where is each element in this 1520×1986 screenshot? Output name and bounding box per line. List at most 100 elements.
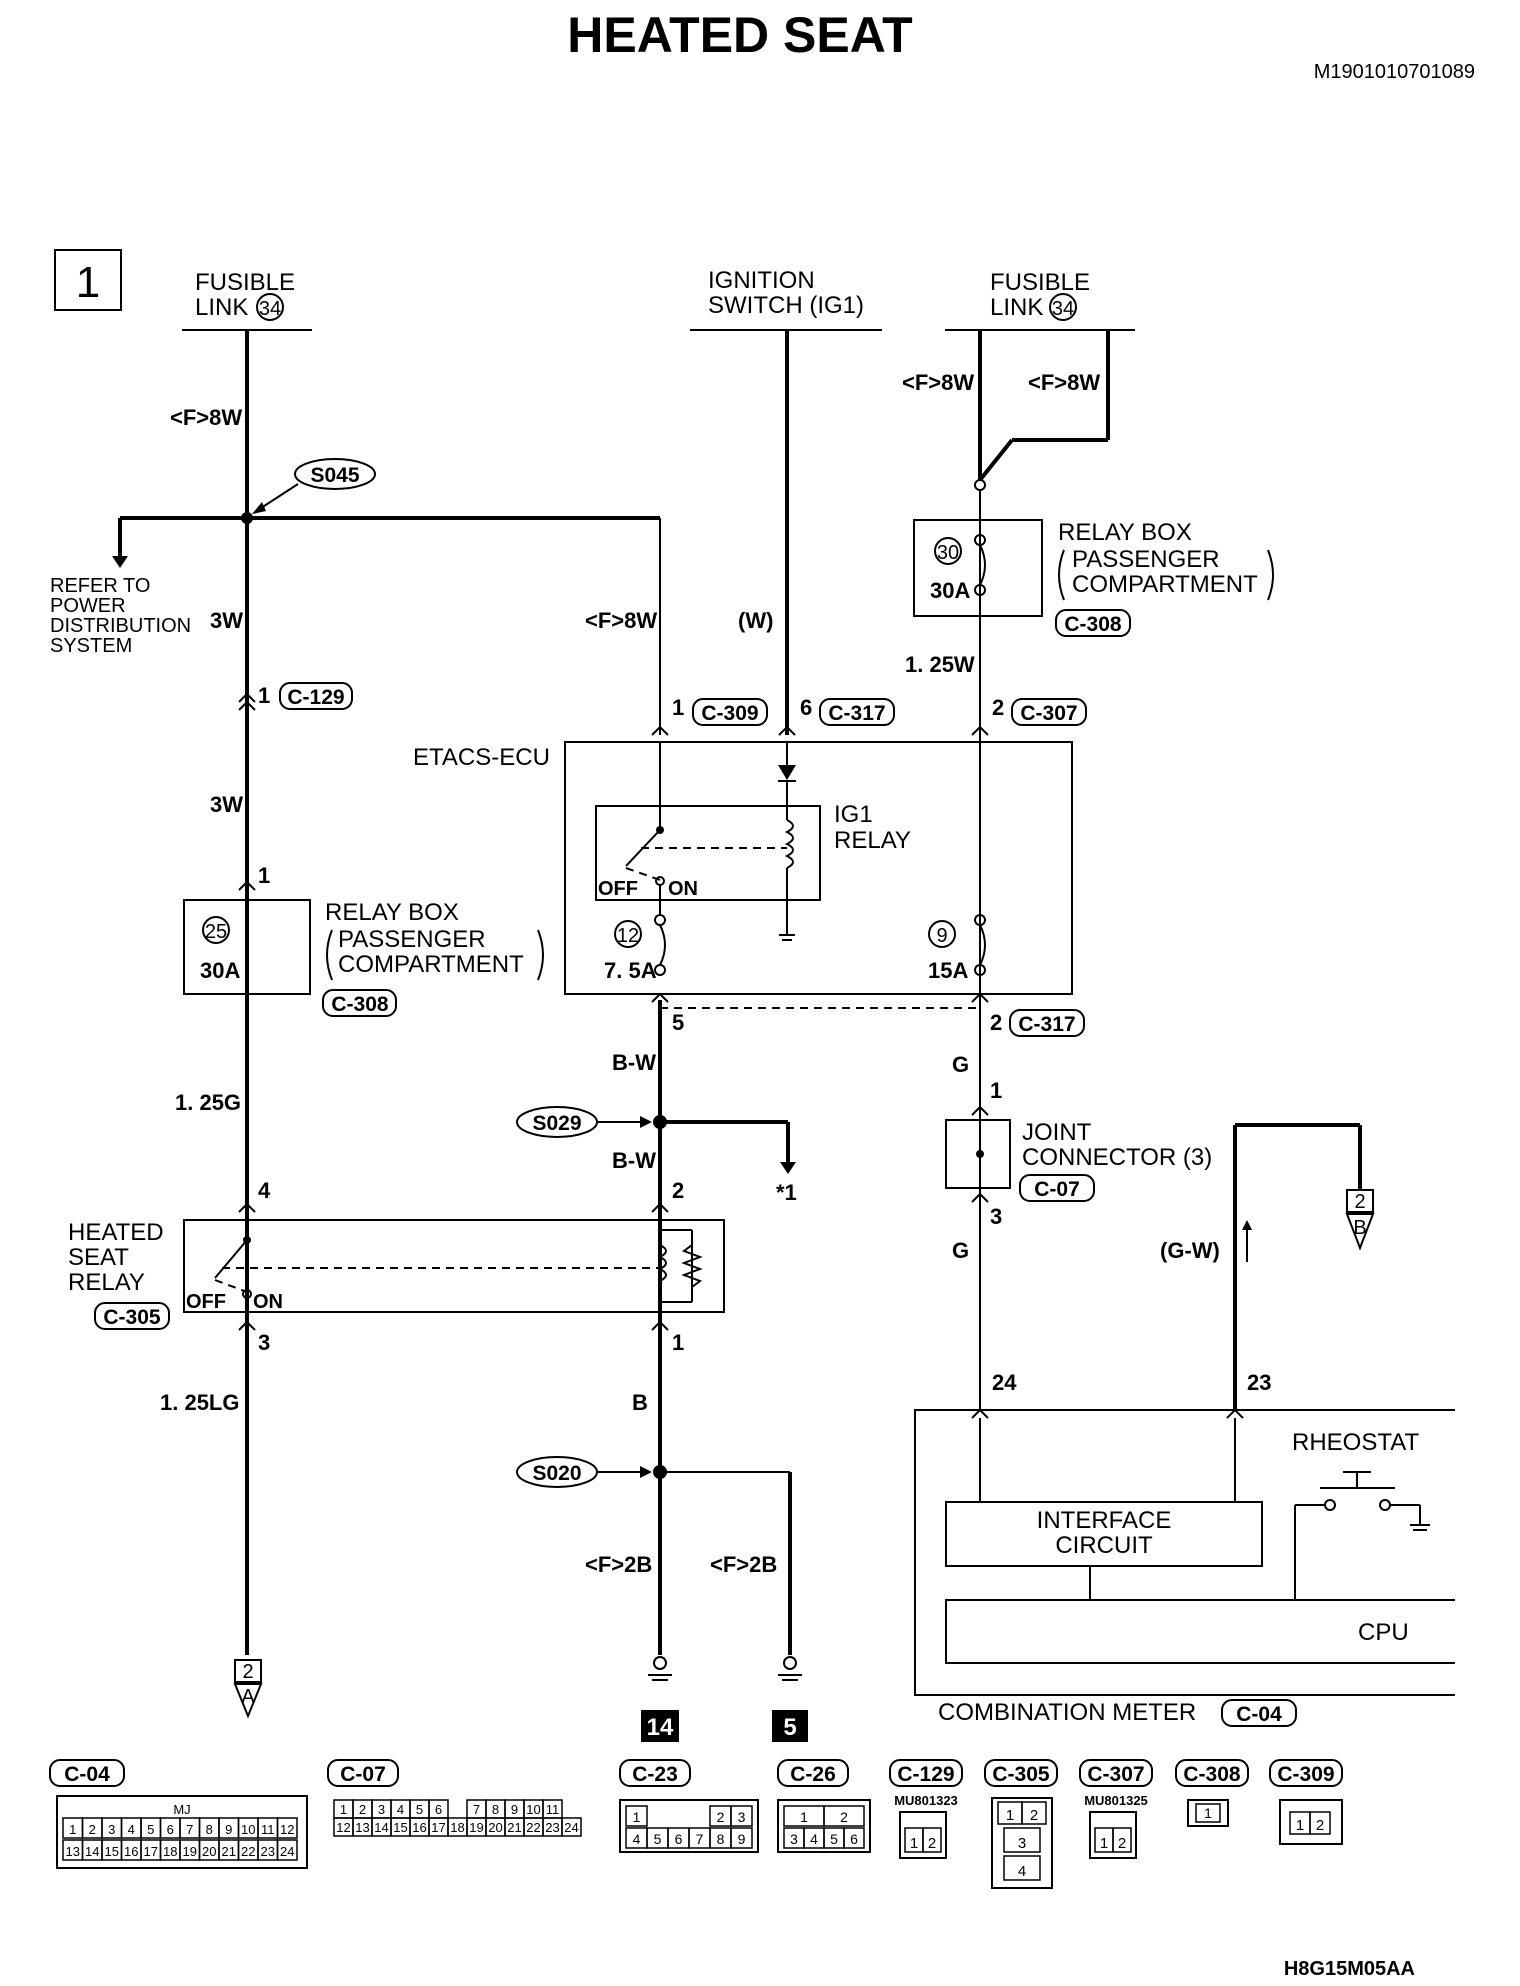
connector-pin-label: 19	[469, 1820, 483, 1835]
connector-pin-label: 1	[800, 1809, 808, 1825]
connector-cell	[561, 1817, 582, 1837]
svg-text:C-317: C-317	[828, 702, 885, 725]
svg-text:C-305: C-305	[992, 1763, 1050, 1786]
svg-text:C-23: C-23	[632, 1763, 678, 1786]
connector-pin-label: 9	[225, 1822, 232, 1837]
connector-pin-label: 16	[124, 1844, 138, 1859]
wire-label-g2: G	[952, 1238, 969, 1263]
connector-pin-label: 10	[241, 1822, 255, 1837]
connector-pin-label: 19	[183, 1844, 197, 1859]
svg-text:30: 30	[937, 542, 959, 564]
connector-cell	[843, 1827, 865, 1849]
etacs-top-pins: 1 C-309 6 C-317 2 C-307	[651, 695, 1087, 736]
offpage-connector-a: 2 A	[233, 1659, 263, 1719]
svg-text:C-307: C-307	[1087, 1763, 1144, 1786]
svg-text:RELAY BOX: RELAY BOX	[325, 899, 459, 926]
wire-label-gw: (G-W)	[1160, 1238, 1220, 1263]
svg-text:1: 1	[672, 695, 684, 720]
connector-pin-label: 14	[85, 1844, 99, 1859]
connector-pin-label: 21	[222, 1844, 236, 1859]
connector-pin-label: 1	[633, 1809, 641, 1825]
svg-text:1: 1	[672, 1330, 684, 1355]
connector-pin-label: 11	[546, 1802, 560, 1817]
splice-s045: S045	[252, 458, 376, 514]
connector-pin-label: 9	[511, 1802, 518, 1817]
svg-text:LINK: LINK	[990, 294, 1043, 321]
svg-text:REFER TO: REFER TO	[50, 575, 150, 597]
relay-box-right: 30 30A RELAY BOX PASSENGER COMPARTMENT C…	[913, 519, 1274, 637]
svg-text:14: 14	[647, 1714, 674, 1741]
svg-text:IG1: IG1	[834, 801, 873, 828]
connector-pin-label: 5	[416, 1802, 423, 1817]
source-ignition-switch: IGNITION SWITCH (IG1)	[690, 267, 882, 331]
connector-cell	[922, 1827, 942, 1853]
connector-view-c308: C-308 1	[1175, 1759, 1249, 1827]
connector-pin-label: 6	[435, 1802, 442, 1817]
doc-code: M1901010701089	[1314, 61, 1475, 83]
diagram-title: HEATED SEAT	[567, 7, 912, 63]
heated-seat-relay: HEATED SEAT RELAY C-305 4 OFF ON 3	[68, 1178, 725, 1355]
svg-text:CONNECTOR (3): CONNECTOR (3)	[1022, 1144, 1212, 1171]
connector-cell	[1003, 1855, 1041, 1881]
svg-text:C-317: C-317	[1018, 1013, 1075, 1036]
svg-text:C-307: C-307	[1020, 702, 1077, 725]
svg-text:IGNITION: IGNITION	[708, 267, 815, 294]
relay-box-left: 1 25 30A RELAY BOX PASSENGER COMPARTMENT…	[183, 863, 544, 1017]
svg-text:COMPARTMENT: COMPARTMENT	[1072, 571, 1258, 598]
connector-c129: 1 C-129	[238, 682, 353, 711]
svg-text:A: A	[241, 1686, 255, 1708]
pin-ecu-5: 5	[672, 1010, 684, 1035]
svg-text:30A: 30A	[200, 958, 240, 983]
svg-text:C-308: C-308	[331, 993, 389, 1016]
connector-cell	[1309, 1811, 1331, 1835]
source-fusible-link-left: FUSIBLE LINK 34	[182, 269, 312, 331]
connector-pin-label: 1	[1006, 1807, 1014, 1824]
svg-text:C-129: C-129	[287, 686, 344, 709]
wire-label-g1: G	[952, 1052, 969, 1077]
svg-text:3: 3	[990, 1204, 1002, 1229]
connector-pin-label: 6	[850, 1831, 858, 1847]
connector-pin-label: 5	[830, 1831, 838, 1847]
joint-connector: 1 JOINT CONNECTOR (3) C-07 3	[945, 1078, 1212, 1229]
connector-cell	[823, 1805, 865, 1827]
connector-pin-label: 8	[206, 1822, 213, 1837]
wire-label-f8w-mid: <F>8W	[585, 608, 657, 633]
wire-label-b: B	[632, 1390, 648, 1415]
wire-label-125w: 1. 25W	[905, 652, 975, 677]
connector-pin-label: 2	[1316, 1817, 1324, 1834]
wire-label-f2b-1: <F>2B	[585, 1552, 652, 1577]
svg-text:CIRCUIT: CIRCUIT	[1055, 1532, 1153, 1559]
gw-wire: 2 B	[1233, 1123, 1375, 1410]
connector-pin-label: 13	[66, 1844, 80, 1859]
svg-text:7. 5A: 7. 5A	[604, 958, 657, 983]
connector-pin-label: 4	[633, 1831, 641, 1847]
connector-pin-label: 1	[1296, 1817, 1304, 1834]
svg-text:25: 25	[205, 921, 227, 943]
svg-text:MJ: MJ	[173, 1802, 190, 1817]
svg-text:34: 34	[1052, 298, 1074, 320]
connector-pin-label: 11	[261, 1822, 275, 1837]
connector-cell	[1112, 1827, 1132, 1853]
svg-text:2: 2	[242, 1661, 253, 1683]
connector-cell	[276, 1839, 298, 1861]
connector-cell	[1021, 1801, 1047, 1825]
svg-text:C-305: C-305	[103, 1306, 161, 1329]
wire-label-3w-a: 3W	[210, 608, 243, 633]
svg-text:PASSENGER: PASSENGER	[1072, 546, 1220, 573]
svg-text:*1: *1	[776, 1180, 797, 1205]
svg-text:ON: ON	[253, 1291, 283, 1313]
connector-pin-label: 24	[564, 1820, 578, 1835]
wire-label-f8w-r1: <F>8W	[902, 370, 974, 395]
etacs-ecu: ETACS-ECU IG1 RELAY OFF ON 12 7. 5A 9 15…	[413, 741, 1073, 1009]
connector-pin-label: 2	[840, 1809, 848, 1825]
svg-text:COMBINATION METER: COMBINATION METER	[938, 1699, 1196, 1726]
splice-s029: S029 *1	[516, 1106, 797, 1205]
svg-text:CPU: CPU	[1358, 1619, 1409, 1646]
connector-pin-label: 5	[654, 1831, 662, 1847]
svg-text:RHEOSTAT: RHEOSTAT	[1292, 1429, 1419, 1456]
